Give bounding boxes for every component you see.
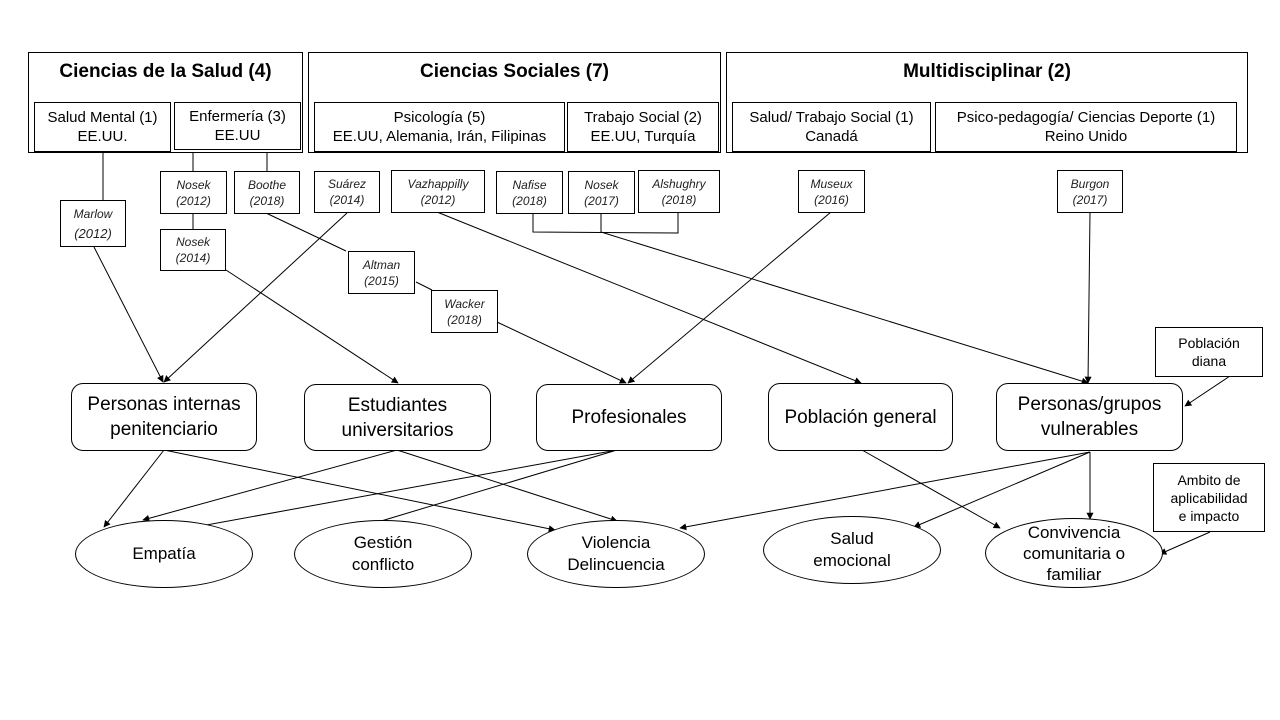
ref-suarez: Suárez (2014) [314,171,380,213]
group-multidisciplinar: Multidisciplinar (2) Salud/ Trabajo Soci… [726,52,1248,153]
link-altman-wacker [415,281,433,291]
category-salud-mental: Salud Mental (1) EE.UU. [34,102,171,152]
link-wacker-profesionales [496,321,627,384]
category-enfermeria: Enfermería (3) EE.UU [174,102,301,150]
category-trabajo-social: Trabajo Social (2) EE.UU, Turquía [567,102,719,152]
link-vazhappilly-general [436,211,862,384]
link-museux-profesionales [627,211,832,384]
outcome-gestion-conflicto: Gestión conflicto [294,520,472,588]
category-psicopedagogia: Psico-pedagogía/ Ciencias Deporte (1) Re… [935,102,1237,152]
group-ciencias-salud: Ciencias de la Salud (4) Salud Mental (1… [28,52,303,153]
outcome-salud-emocional: Salud emocional [763,516,941,584]
legend-poblacion-diana: Población diana [1155,327,1263,377]
ref-altman: Altman (2015) [348,251,415,294]
population-general: Población general [768,383,953,451]
population-estudiantes: Estudiantes universitarios [304,384,491,451]
link-diana-vulnerables [1184,375,1231,407]
link-scope-convivencia [1159,531,1211,555]
ref-alshughry: Alshughry (2018) [638,170,720,213]
category-salud-trabajo-social: Salud/ Trabajo Social (1) Canadá [732,102,931,152]
ref-nosek-2012: Nosek (2012) [160,171,227,214]
link-marlow-internas [93,246,164,383]
ref-boothe: Boothe (2018) [234,171,300,214]
group-title: Multidisciplinar (2) [903,61,1071,82]
ref-museux: Museux (2016) [798,170,865,213]
group-ciencias-sociales: Ciencias Sociales (7) Psicología (5) EE.… [308,52,721,153]
outcome-convivencia: Convivencia comunitaria o familiar [985,518,1163,588]
ref-nosek-2014: Nosek (2014) [160,229,226,271]
population-vulnerables: Personas/grupos vulnerables [996,383,1183,451]
ref-nosek-2017: Nosek (2017) [568,171,635,214]
link-burgon-vulnerables [1084,211,1092,384]
outcome-empatia: Empatía [75,520,253,588]
outcome-violencia-delincuencia: Violencia Delincuencia [527,520,705,588]
ref-vazhappilly: Vazhappilly (2012) [391,170,485,213]
link-bracket-vulnerables [600,231,1089,385]
ref-wacker: Wacker (2018) [431,290,498,333]
ref-nafise: Nafise (2018) [496,171,563,214]
link-boothe-altman [265,212,347,252]
ref-marlow: Marlow (2012) [60,200,126,247]
population-personas-internas: Personas internas penitenciario [71,383,257,451]
ref-burgon: Burgon (2017) [1057,170,1123,213]
population-profesionales: Profesionales [536,384,722,451]
bracket-social-refs [532,213,679,234]
legend-ambito: Ambito de aplicabilidad e impacto [1153,463,1265,532]
group-title: Ciencias de la Salud (4) [59,61,272,82]
category-psicologia: Psicología (5) EE.UU, Alemania, Irán, Fi… [314,102,565,152]
group-title: Ciencias Sociales (7) [419,61,610,82]
